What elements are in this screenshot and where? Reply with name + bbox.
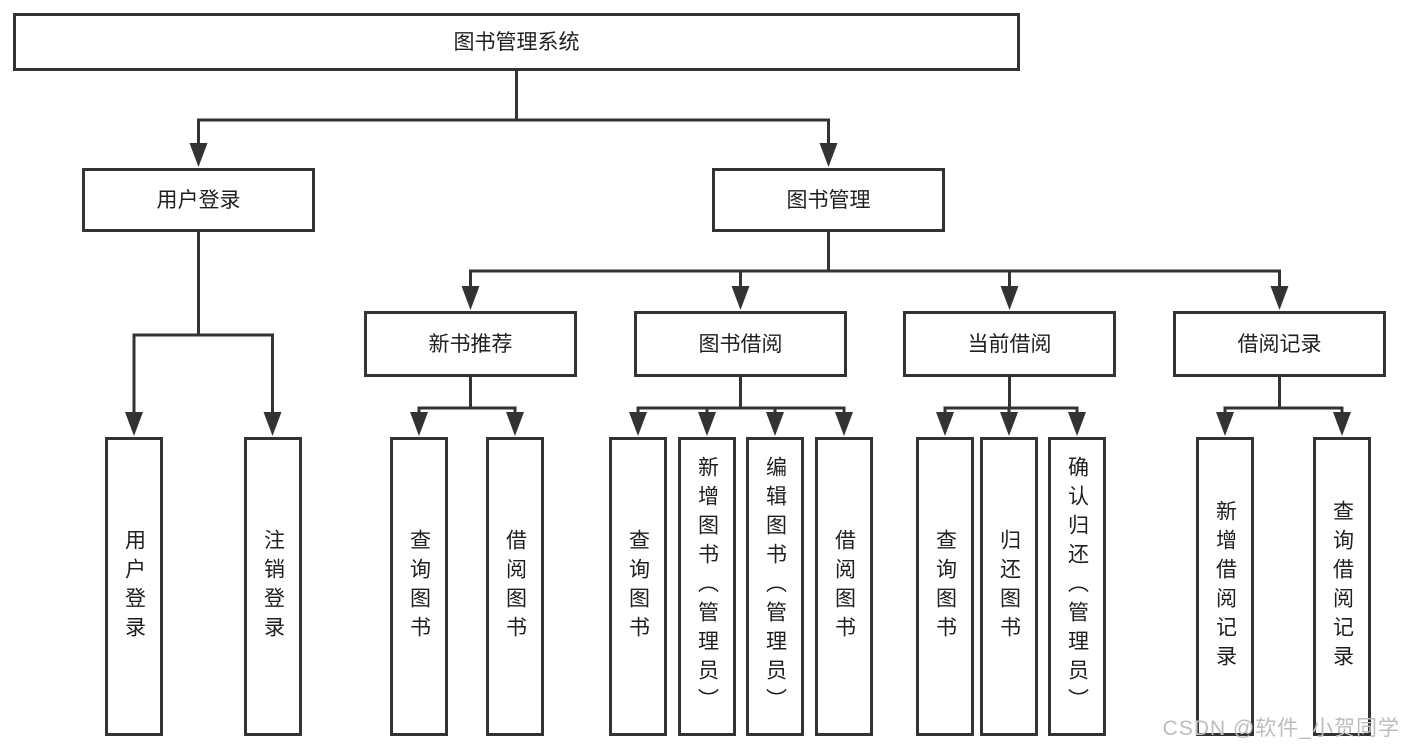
node-label: 新书推荐 [428, 332, 513, 356]
node-label: 图书借阅 [698, 332, 783, 356]
connector-book-management-to-level3 [469, 232, 1281, 290]
node-label: 借阅图书 [503, 528, 527, 645]
connector-user-login-to-leaves [132, 232, 274, 414]
node-label: 新增借阅记录 [1213, 499, 1237, 674]
leaf-query-books-recommend: 查询图书 [390, 437, 448, 736]
node-label: 图书管理系统 [453, 30, 580, 54]
arrow-down-icon [1068, 412, 1086, 436]
leaf-confirm-return-admin: 确认归还（管理员） [1048, 437, 1106, 736]
arrow-down-icon [629, 412, 647, 436]
leaf-user-login: 用户登录 [105, 437, 163, 736]
node-label: 借阅图书 [832, 528, 856, 645]
arrow-down-icon [263, 412, 282, 436]
node-library-management-system: 图书管理系统 [13, 13, 1020, 71]
node-label: 查询图书 [933, 528, 957, 645]
node-label: 借阅记录 [1237, 332, 1322, 356]
arrow-down-icon [461, 286, 480, 310]
node-label: 编辑图书（管理员） [763, 456, 787, 717]
node-book-borrow: 图书借阅 [634, 311, 847, 377]
node-label: 查询图书 [626, 528, 650, 645]
leaf-query-borrow-record: 查询借阅记录 [1313, 437, 1371, 736]
connector-new-book-recommend-to-leaves [417, 377, 517, 414]
arrow-down-icon [1000, 412, 1018, 436]
arrow-down-icon [819, 143, 838, 167]
arrow-down-icon [731, 286, 750, 310]
node-label: 当前借阅 [967, 332, 1052, 356]
arrow-down-icon [125, 412, 143, 436]
node-label: 用户登录 [156, 188, 241, 212]
leaf-logout: 注销登录 [244, 437, 302, 736]
leaf-borrow-books: 借阅图书 [815, 437, 873, 736]
connector-current-borrow-to-leaves [943, 377, 1079, 414]
connector-root-to-level2 [197, 71, 830, 147]
node-label: 图书管理 [786, 188, 871, 212]
node-label: 查询借阅记录 [1330, 499, 1354, 674]
arrow-down-icon [1270, 286, 1289, 310]
arrow-down-icon [506, 412, 524, 436]
leaf-edit-books-admin: 编辑图书（管理员） [746, 437, 804, 736]
connector-book-borrow-to-leaves [636, 377, 846, 414]
arrow-down-icon [835, 412, 853, 436]
csdn-watermark: CSDN @软件_小贺同学 [1162, 717, 1400, 740]
node-label: 确认归还（管理员） [1065, 456, 1089, 717]
leaf-return-books: 归还图书 [980, 437, 1038, 736]
node-label: 查询图书 [407, 528, 431, 645]
arrow-down-icon [410, 412, 428, 436]
node-label: 用户登录 [122, 528, 146, 645]
arrow-down-icon [936, 412, 954, 436]
node-book-management: 图书管理 [712, 168, 945, 232]
leaf-add-borrow-record: 新增借阅记录 [1196, 437, 1254, 736]
leaf-query-books-current: 查询图书 [916, 437, 974, 736]
arrow-down-icon [189, 143, 208, 167]
arrow-down-icon [1333, 412, 1351, 436]
leaf-add-books-admin: 新增图书（管理员） [678, 437, 736, 736]
arrow-down-icon [1000, 286, 1019, 310]
arrow-down-icon [1216, 412, 1234, 436]
leaf-borrow-books-recommend: 借阅图书 [486, 437, 544, 736]
node-label: 归还图书 [997, 528, 1021, 645]
connector-borrow-records-to-leaves [1223, 377, 1344, 414]
node-borrow-records: 借阅记录 [1173, 311, 1386, 377]
leaf-query-books-borrow: 查询图书 [609, 437, 667, 736]
node-new-book-recommend: 新书推荐 [364, 311, 577, 377]
arrow-down-icon [698, 412, 716, 436]
arrow-down-icon [766, 412, 784, 436]
node-label: 新增图书（管理员） [695, 456, 719, 717]
node-user-login: 用户登录 [82, 168, 315, 232]
node-current-borrow: 当前借阅 [903, 311, 1116, 377]
node-label: 注销登录 [261, 528, 285, 645]
